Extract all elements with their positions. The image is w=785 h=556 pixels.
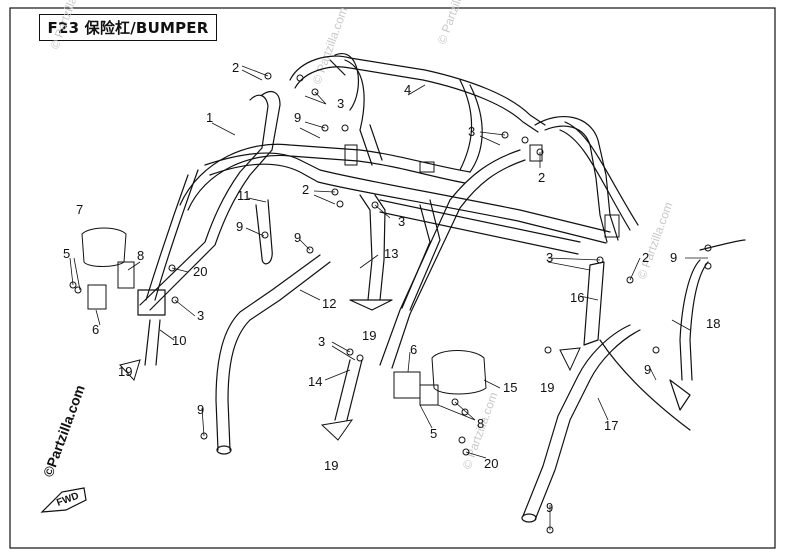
watermark: © Partzilla.com xyxy=(635,200,676,281)
callout-14: 14 xyxy=(308,374,322,389)
callout-8: 8 xyxy=(477,416,484,431)
callout-3: 3 xyxy=(337,96,344,111)
callout-2: 2 xyxy=(302,182,309,197)
callout-9: 9 xyxy=(644,362,651,377)
callout-12: 12 xyxy=(322,296,336,311)
callout-numbers: 1 2 3 4 9 3 2 2 3 11 9 9 13 12 19 3 2 9 … xyxy=(63,60,720,515)
callout-9: 9 xyxy=(546,500,553,515)
callout-2: 2 xyxy=(538,170,545,185)
callout-5: 5 xyxy=(63,246,70,261)
callout-20: 20 xyxy=(484,456,498,471)
callout-3: 3 xyxy=(197,308,204,323)
mirror-bracket-6 xyxy=(87,284,107,310)
callout-6: 6 xyxy=(92,322,99,337)
callout-9: 9 xyxy=(197,402,204,417)
callout-19: 19 xyxy=(324,458,338,473)
callout-3: 3 xyxy=(398,214,405,229)
brackets xyxy=(69,72,712,534)
callout-11: 11 xyxy=(237,188,251,203)
callout-19: 19 xyxy=(540,380,554,395)
callout-9: 9 xyxy=(236,219,243,234)
callout-2: 2 xyxy=(642,250,649,265)
mirror-15 xyxy=(431,350,487,395)
callout-19: 19 xyxy=(362,328,376,343)
callout-9: 9 xyxy=(294,230,301,245)
callout-17: 17 xyxy=(604,418,618,433)
mirror-bracket-8 xyxy=(117,261,135,289)
callout-9: 9 xyxy=(294,110,301,125)
callout-15: 15 xyxy=(503,380,517,395)
callout-4: 4 xyxy=(404,82,411,97)
outer-border xyxy=(9,7,776,549)
callout-10: 10 xyxy=(172,333,186,348)
roll-cage-tubes xyxy=(137,52,746,523)
callout-6: 6 xyxy=(410,342,417,357)
callout-8: 8 xyxy=(137,248,144,263)
callout-20: 20 xyxy=(193,264,207,279)
callout-16: 16 xyxy=(570,290,584,305)
callout-2: 2 xyxy=(232,60,239,75)
callout-9: 9 xyxy=(670,250,677,265)
callout-1: 1 xyxy=(206,110,213,125)
watermark: © Partzilla.com xyxy=(435,0,476,46)
brand-logo: ©Partzilla.com xyxy=(40,383,88,479)
leader-lines xyxy=(69,65,708,530)
callout-19: 19 xyxy=(118,364,132,379)
mirror-7 xyxy=(81,227,127,267)
callout-18: 18 xyxy=(706,316,720,331)
title-box: F23 保险杠/BUMPER xyxy=(39,14,217,41)
fwd-label: FWD xyxy=(55,491,80,509)
page-title: F23 保险杠/BUMPER xyxy=(47,19,209,37)
fwd-arrow-icon: FWD xyxy=(40,487,87,513)
callout-13: 13 xyxy=(384,246,398,261)
mirror-bracket-8b xyxy=(419,384,439,406)
callout-3: 3 xyxy=(468,124,475,139)
mirror-bracket-6b xyxy=(393,371,421,399)
callout-3: 3 xyxy=(546,250,553,265)
callout-3: 3 xyxy=(318,334,325,349)
callout-5: 5 xyxy=(430,426,437,441)
callout-7: 7 xyxy=(76,202,83,217)
